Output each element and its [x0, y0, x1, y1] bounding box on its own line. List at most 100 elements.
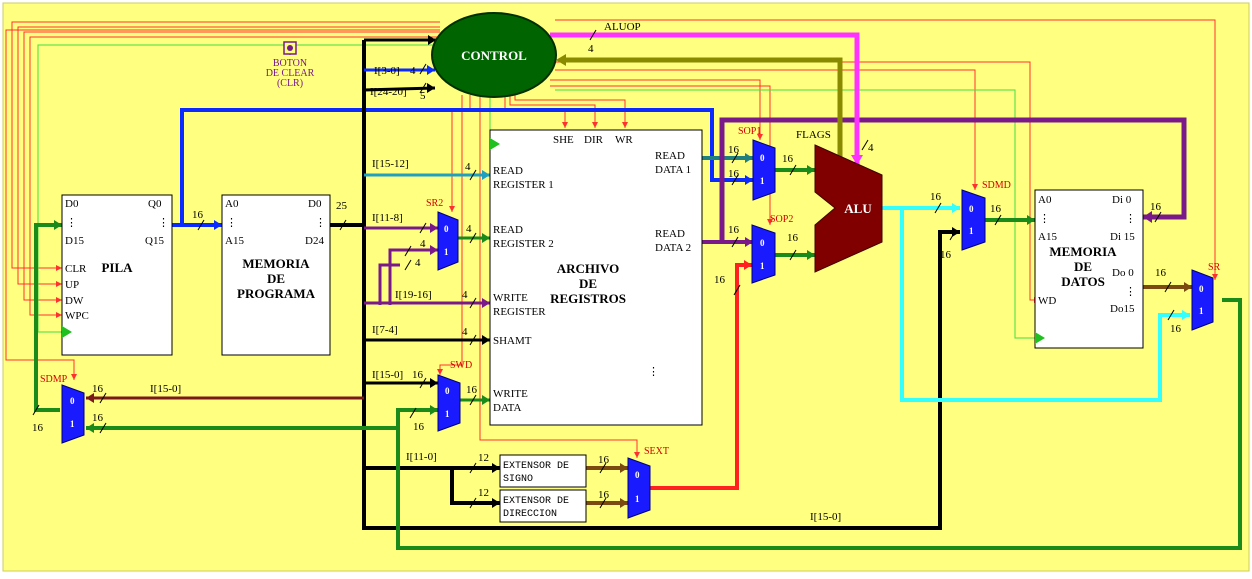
svg-text:1: 1 [760, 176, 765, 186]
label-sdmd-in1-width: 16 [940, 249, 952, 261]
label-sr2: SR2 [426, 198, 443, 209]
pila-pin-clr: CLR [65, 263, 87, 275]
pila-block [61, 194, 173, 356]
regs-write-reg-a: WRITE [493, 292, 528, 304]
memdat-dots-do: ⋮ [1125, 286, 1136, 298]
label-sop1-out-width: 16 [782, 153, 794, 165]
alu-label: ALU [844, 201, 872, 216]
svg-text:0: 0 [635, 470, 640, 480]
pila-q0: Q0 [148, 198, 162, 210]
signal-sdmd [555, 69, 976, 190]
label-i24-20: I[24-20] [370, 86, 407, 98]
memprog-d0: D0 [308, 198, 322, 210]
ext-signo-line2: SIGNO [503, 474, 533, 485]
svg-text:0: 0 [760, 238, 765, 248]
pila-d0: D0 [65, 198, 79, 210]
mux-sext: 0 1 [627, 457, 651, 519]
label-sdmp-in0-width: 16 [92, 383, 104, 395]
mux-swd: 0 1 [437, 374, 461, 432]
ext-signo-line1: EXTENSOR DE [503, 461, 569, 472]
label-swd-in0-width: 16 [412, 369, 424, 381]
label-sdmd-out-width: 16 [990, 203, 1002, 215]
label-i11-8: I[11-8] [372, 212, 403, 224]
pila-pin-dw: DW [65, 295, 84, 307]
signal-wpc [29, 36, 440, 316]
memprog-a15: A15 [225, 235, 244, 247]
svg-text:0: 0 [969, 204, 974, 214]
label-rd1-width: 16 [728, 144, 740, 156]
svg-text:0: 0 [445, 386, 450, 396]
bus-pc-sop1 [180, 108, 753, 225]
bus-aluop [550, 32, 860, 165]
label-i15-12-width: 4 [465, 161, 471, 173]
ext-signo-block [499, 454, 587, 488]
label-i3-0: I[3-0] [374, 65, 400, 77]
mux-sop2: 0 1 [751, 224, 776, 284]
regs-read-data2-a: READ [655, 228, 685, 240]
mux-sop1: 0 1 [752, 139, 776, 201]
memdat-dots-left: ⋮ [1039, 213, 1050, 225]
memprog-d24: D24 [305, 235, 324, 247]
label-sext-out-width: 16 [714, 274, 726, 286]
pila-title: PILA [101, 260, 133, 275]
regs-title-3: REGISTROS [550, 291, 626, 306]
mux-sdmd: 0 1 [961, 189, 986, 251]
pila-pin-up: UP [65, 279, 79, 291]
ext-dir-block [499, 489, 587, 523]
memdat-wd: WD [1038, 295, 1056, 307]
label-flags: FLAGS [796, 129, 831, 141]
mux-sr2: 0 1 [437, 211, 459, 271]
label-memprog-out-width: 25 [336, 200, 348, 212]
memprog-title-1: MEMORIA [242, 256, 310, 271]
regs-wr: WR [615, 134, 633, 146]
label-ext-dir-in-width: 12 [478, 487, 489, 499]
mux-sdmp: 0 1 [61, 384, 85, 444]
regs-read-data2-b: DATA 2 [655, 242, 691, 254]
memprog-a0: A0 [225, 198, 239, 210]
memprog-dots-right: ⋮ [315, 217, 326, 229]
label-swd-out-width: 16 [466, 384, 478, 396]
label-flags-width: 4 [868, 142, 874, 154]
regs-read-reg2-b: REGISTER 2 [493, 238, 554, 250]
clear-button[interactable] [283, 41, 297, 55]
label-i15-12: I[15-12] [372, 158, 409, 170]
pila-clock-icon [62, 326, 72, 338]
regs-read-reg1-a: READ [493, 165, 523, 177]
regs-clock-icon [490, 138, 500, 150]
regs-shamt: SHAMT [493, 335, 532, 347]
bus-sr2-in1 [388, 248, 438, 305]
memdat-di15: Di 15 [1110, 231, 1135, 243]
bus-rd2-memdat [719, 117, 1187, 242]
memdat-a15: A15 [1038, 231, 1057, 243]
memdat-a0: A0 [1038, 194, 1052, 206]
label-alu-out-width: 16 [930, 191, 942, 203]
signal-arrows [56, 122, 1218, 458]
label-sop2-out-width: 16 [787, 232, 799, 244]
clear-button-label-3: (CLR) [277, 78, 303, 89]
pila-q15: Q15 [145, 235, 164, 247]
svg-text:1: 1 [445, 409, 450, 419]
label-pc-width: 16 [728, 168, 740, 180]
memprog-block [221, 194, 331, 356]
pila-dots-left: ⋮ [66, 217, 77, 229]
label-do-width: 16 [1155, 267, 1167, 279]
memdat-title-2: DE [1074, 259, 1092, 274]
memdat-dots-di: ⋮ [1125, 213, 1136, 225]
label-pila-out-width: 16 [192, 209, 204, 221]
bus-alu-sr [900, 208, 1190, 402]
signal-sr [555, 19, 1216, 280]
memdat-clock-icon [1035, 332, 1045, 344]
bus-instr-vertical [362, 40, 960, 530]
label-sdmp-out-width: 16 [32, 422, 44, 434]
clear-button-label-1: BOTON [273, 58, 307, 69]
signal-wr [514, 95, 626, 128]
label-i7-4: I[7-4] [372, 324, 398, 336]
label-sdmp: SDMP [40, 374, 68, 385]
bus-sdmp-out [34, 223, 62, 412]
svg-text:0: 0 [444, 224, 449, 234]
bus-flags [560, 57, 843, 160]
signal-dir [509, 95, 596, 128]
label-ext-signo-out-width: 16 [598, 454, 610, 466]
